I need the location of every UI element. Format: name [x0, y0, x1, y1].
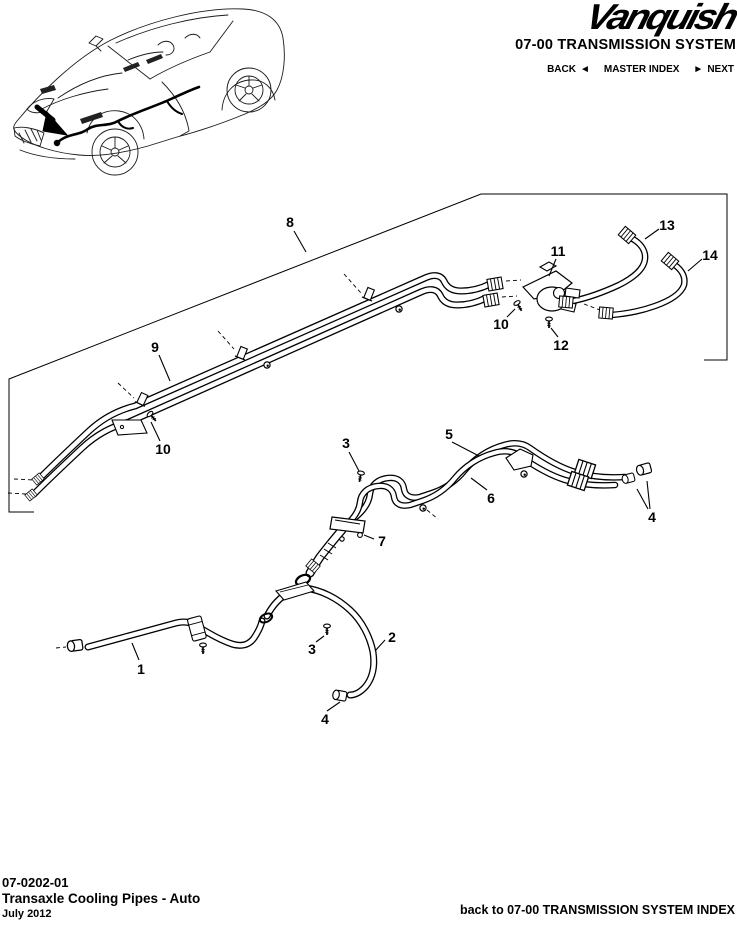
callout-14: 14 — [702, 247, 718, 263]
callout-4: 4 — [648, 509, 656, 525]
callout-7: 7 — [378, 533, 386, 549]
vanquish-logo: Vanquish — [581, 0, 737, 37]
seal-ring — [258, 612, 274, 624]
callout-8: 8 — [286, 214, 294, 230]
dashed-reference-lines — [7, 273, 601, 649]
callout-10: 10 — [493, 316, 509, 332]
page-header: Vanquish — [582, 0, 737, 37]
nav-back-arrow-icon[interactable]: ◄ — [579, 64, 590, 75]
section-title: 07-00 TRANSMISSION SYSTEM — [515, 37, 736, 53]
header-navigation: BACK◄ MASTER INDEX ►NEXT — [547, 64, 734, 75]
nav-next-link[interactable]: NEXT — [707, 64, 734, 75]
doc-date: July 2012 — [2, 908, 52, 921]
location-arrow — [34, 104, 68, 136]
callout-6: 6 — [487, 490, 495, 506]
footer-document-info: 07-0202-01 Transaxle Cooling Pipes - Aut… — [2, 875, 201, 921]
highlighted-pipe-route — [53, 85, 201, 147]
wing-mirror — [88, 35, 104, 52]
callout-11: 11 — [550, 243, 566, 259]
callout-3: 3 — [308, 641, 316, 657]
car-location-figure — [13, 8, 285, 176]
rear-wheel — [226, 67, 272, 113]
back-to-index-link[interactable]: back to 07-00 TRANSMISSION SYSTEM INDEX — [459, 903, 735, 917]
nav-master-index-link[interactable]: MASTER INDEX — [603, 64, 680, 75]
pipes-and-hoses — [30, 233, 688, 699]
grille — [13, 126, 45, 147]
callout-9: 9 — [151, 339, 159, 355]
callout-5: 5 — [445, 426, 453, 442]
callout-1: 1 — [137, 661, 145, 677]
doc-number: 07-0202-01 — [2, 875, 69, 890]
assembly-frame — [8, 193, 728, 513]
callout-leader-lines — [131, 228, 703, 712]
front-wheel — [91, 128, 139, 176]
callout-13: 13 — [659, 217, 675, 233]
car-body-outline — [13, 8, 285, 156]
callout-2: 2 — [388, 629, 396, 645]
headlight — [26, 98, 55, 114]
callout-10: 10 — [155, 441, 171, 457]
nav-next-arrow-icon[interactable]: ► — [693, 64, 704, 75]
callout-3: 3 — [342, 435, 350, 451]
doc-title: Transaxle Cooling Pipes - Auto — [2, 890, 201, 906]
callout-12: 12 — [553, 337, 569, 353]
fittings-and-fasteners — [24, 225, 680, 702]
nav-back-link[interactable]: BACK — [547, 64, 576, 75]
callout-4: 4 — [321, 711, 329, 727]
